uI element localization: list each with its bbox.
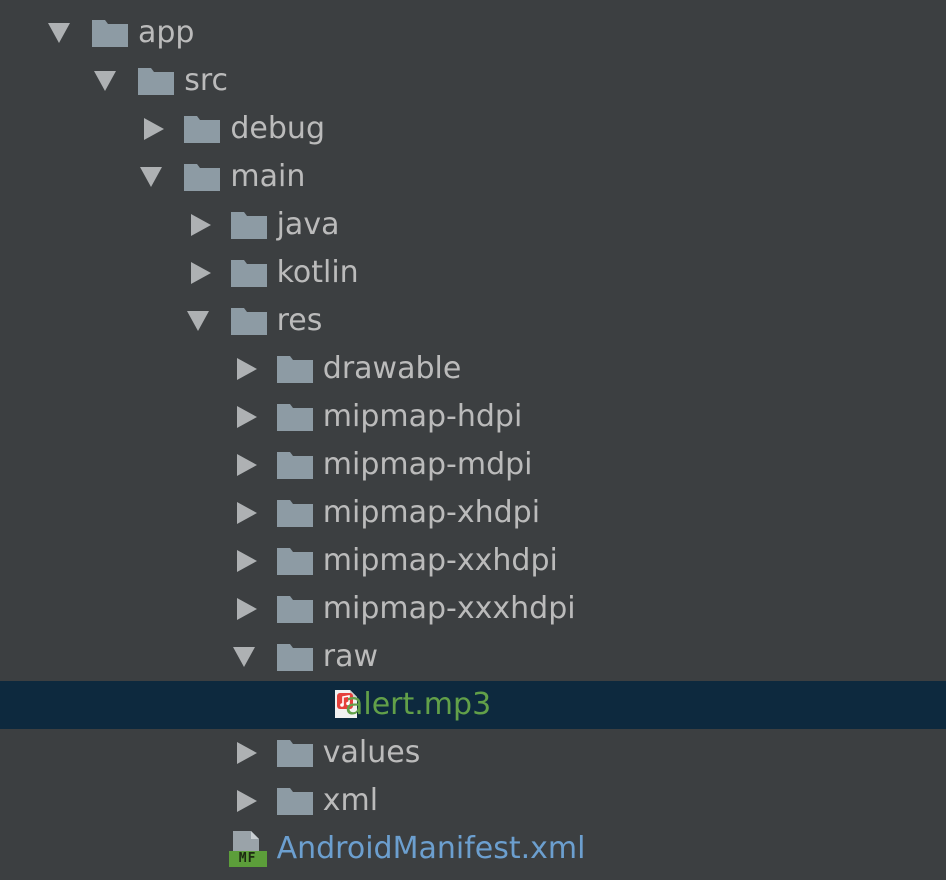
- tree-row-label: mipmap-mdpi: [322, 447, 533, 482]
- chevron-right-icon[interactable]: [236, 454, 257, 476]
- chevron-down-icon[interactable]: [94, 71, 117, 91]
- chevron-right-icon[interactable]: [144, 118, 165, 140]
- tree-row-app[interactable]: app: [0, 9, 946, 57]
- tree-row-androidmanifest-xml[interactable]: MF AndroidManifest.xml: [0, 825, 946, 873]
- tree-row-mipmap-xhdpi[interactable]: mipmap-xhdpi: [0, 489, 946, 537]
- tree-row-label: kotlin: [276, 255, 359, 290]
- folder-icon: [184, 163, 221, 191]
- folder-icon: [184, 115, 221, 143]
- tree-row-values[interactable]: values: [0, 729, 946, 777]
- tree-row-label: mipmap-xxxhdpi: [322, 591, 576, 626]
- tree-row-label: AndroidManifest.xml: [276, 831, 586, 866]
- tree-row-label: java: [276, 207, 340, 242]
- folder-icon: [276, 739, 313, 767]
- tree-row-label: raw: [322, 639, 379, 674]
- chevron-right-icon[interactable]: [236, 742, 257, 764]
- chevron-down-icon[interactable]: [140, 167, 163, 187]
- chevron-down-icon[interactable]: [48, 23, 70, 43]
- folder-icon: [230, 211, 267, 239]
- chevron-right-icon[interactable]: [236, 406, 257, 428]
- tree-row-mipmap-xxhdpi[interactable]: mipmap-xxhdpi: [0, 537, 946, 585]
- tree-row-label: app: [138, 15, 195, 50]
- folder-icon: [230, 307, 267, 335]
- tree-row-mipmap-xxxhdpi[interactable]: mipmap-xxxhdpi: [0, 585, 946, 633]
- folder-icon: [276, 403, 313, 431]
- tree-row-src[interactable]: src: [0, 57, 946, 105]
- chevron-down-icon[interactable]: [232, 647, 255, 667]
- tree-row-label: main: [230, 159, 306, 194]
- tree-row-drawable[interactable]: drawable: [0, 345, 946, 393]
- chevron-right-icon[interactable]: [236, 502, 257, 524]
- folder-icon: [276, 451, 313, 479]
- folder-icon: [276, 787, 313, 815]
- tree-row-label: values: [322, 735, 421, 770]
- folder-icon: [276, 499, 313, 527]
- tree-row-java[interactable]: java: [0, 201, 946, 249]
- chevron-right-icon[interactable]: [236, 358, 257, 380]
- tree-row-label: src: [184, 63, 228, 98]
- tree-row-label: debug: [230, 111, 325, 146]
- tree-row-label: res: [276, 303, 323, 338]
- folder-icon: [138, 67, 175, 95]
- chevron-down-icon[interactable]: [186, 311, 209, 331]
- folder-icon: [276, 643, 313, 671]
- tree-row-label: xml: [322, 783, 379, 818]
- chevron-right-icon[interactable]: [236, 790, 257, 812]
- folder-icon: [276, 595, 313, 623]
- tree-row-label: alert.mp3: [345, 687, 492, 722]
- chevron-right-icon[interactable]: [236, 550, 257, 572]
- tree-row-main[interactable]: main: [0, 153, 946, 201]
- chevron-right-icon[interactable]: [190, 262, 211, 284]
- tree-row-res[interactable]: res: [0, 297, 946, 345]
- chevron-right-icon[interactable]: [190, 214, 211, 236]
- folder-icon: [92, 19, 128, 47]
- folder-icon: [230, 259, 267, 287]
- folder-icon: [276, 355, 313, 383]
- tree-row-raw[interactable]: raw: [0, 633, 946, 681]
- tree-row-label: drawable: [322, 351, 462, 386]
- tree-row-alert-mp3[interactable]: alert.mp3: [0, 681, 946, 729]
- tree-row-label: mipmap-xhdpi: [322, 495, 541, 530]
- tree-row-kotlin[interactable]: kotlin: [0, 249, 946, 297]
- tree-row-mipmap-mdpi[interactable]: mipmap-mdpi: [0, 441, 946, 489]
- manifest-file-icon: MF: [228, 831, 269, 867]
- manifest-badge: MF: [238, 851, 257, 866]
- audio-file-icon: [335, 690, 371, 718]
- tree-row-xml[interactable]: xml: [0, 777, 946, 825]
- tree-row-mipmap-hdpi[interactable]: mipmap-hdpi: [0, 393, 946, 441]
- tree-row-label: mipmap-xxhdpi: [322, 543, 558, 578]
- folder-icon: [276, 547, 313, 575]
- tree-row-label: mipmap-hdpi: [322, 399, 523, 434]
- chevron-right-icon[interactable]: [236, 598, 257, 620]
- tree-row-debug[interactable]: debug: [0, 105, 946, 153]
